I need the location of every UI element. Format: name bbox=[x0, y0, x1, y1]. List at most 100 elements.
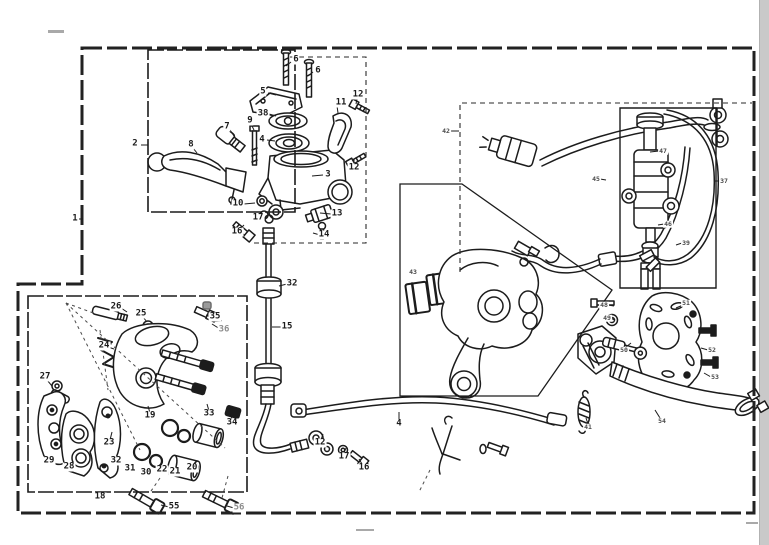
slide-pin bbox=[91, 305, 129, 322]
scan-gray-mark-0 bbox=[48, 30, 64, 33]
part-label-7: 7 bbox=[223, 121, 231, 132]
leader-line-43 bbox=[607, 304, 615, 307]
pipe-joint bbox=[597, 251, 618, 267]
front-master-cylinder-group bbox=[147, 48, 371, 243]
clevis-pin-clip bbox=[431, 415, 510, 475]
handlebar-holder bbox=[327, 112, 353, 154]
part-label-24: 24 bbox=[97, 340, 111, 351]
leader-line-41 bbox=[657, 223, 665, 226]
part-label-20: 20 bbox=[185, 462, 199, 473]
part-label-47: 47 bbox=[658, 146, 668, 155]
front-master-cylinder-box bbox=[147, 49, 296, 213]
pivot-bolt bbox=[249, 125, 260, 166]
page-edge-strip bbox=[759, 0, 769, 545]
part-label-16: 16 bbox=[357, 462, 371, 473]
part-label-28: 28 bbox=[62, 461, 76, 472]
leader-line-40 bbox=[599, 178, 607, 181]
part-label-33: 33 bbox=[202, 408, 216, 419]
leader-line-4 bbox=[267, 92, 277, 96]
caliper-mount-bolt-2 bbox=[201, 489, 240, 515]
part-label-10: 10 bbox=[231, 198, 245, 209]
torque-rod bbox=[301, 395, 557, 426]
part-label-17: 17 bbox=[337, 451, 351, 462]
hose-segment-3 bbox=[252, 403, 292, 454]
leader-line-2 bbox=[285, 61, 292, 67]
rod-rear-end bbox=[546, 411, 568, 427]
part-label-8: 8 bbox=[187, 139, 195, 150]
leader-line-22 bbox=[343, 447, 347, 454]
master-cylinder-body bbox=[258, 149, 353, 211]
front-caliper-box bbox=[27, 295, 248, 493]
plate-bolt-1 bbox=[698, 324, 717, 337]
part-label-30: 30 bbox=[139, 467, 153, 478]
construction-line-6 bbox=[99, 329, 109, 391]
pedal-return-spring bbox=[577, 390, 591, 434]
leader-line-42 bbox=[675, 242, 683, 246]
leader-line-39 bbox=[649, 150, 660, 153]
part-label-4: 4 bbox=[395, 418, 403, 429]
part-label-42: 42 bbox=[441, 126, 451, 135]
lever-nut bbox=[256, 195, 268, 207]
part-label-6: 6 bbox=[292, 54, 300, 65]
part-label-21: 21 bbox=[168, 466, 182, 477]
part-label-50: 50 bbox=[619, 345, 629, 354]
hose-segment-1 bbox=[265, 243, 272, 279]
construction-line-5 bbox=[418, 469, 431, 493]
part-label-49: 49 bbox=[602, 313, 612, 322]
part-label-3: 3 bbox=[324, 169, 332, 180]
brake-rod-group bbox=[290, 395, 568, 475]
scan-gray-mark-2 bbox=[746, 522, 758, 524]
lever-adjuster bbox=[215, 125, 246, 153]
brake-pedal-group bbox=[577, 291, 769, 434]
part-label-6: 6 bbox=[314, 65, 322, 76]
part-label-51: 51 bbox=[681, 298, 691, 307]
brake-lever bbox=[147, 151, 247, 205]
front-brake-hose-group bbox=[252, 227, 370, 469]
part-label-22: 22 bbox=[155, 464, 169, 475]
part-label-34: 34 bbox=[225, 417, 239, 428]
leader-line-48 bbox=[703, 372, 712, 378]
part-label-9: 9 bbox=[246, 115, 254, 126]
leader-line-11 bbox=[355, 98, 358, 105]
pad-spring-clip bbox=[97, 337, 117, 369]
hose-grommet-upper bbox=[256, 276, 282, 299]
part-label-56: 56 bbox=[232, 502, 246, 513]
construction-line-0 bbox=[65, 302, 97, 315]
front-master-cylinder-dashed-box bbox=[253, 56, 367, 244]
part-label-25: 25 bbox=[134, 308, 148, 319]
leader-line-13 bbox=[311, 174, 324, 177]
part-label-38: 38 bbox=[256, 108, 270, 119]
caliper-mount-bolt-1 bbox=[128, 487, 166, 515]
part-label-43: 43 bbox=[408, 267, 418, 276]
part-label-55: 55 bbox=[167, 501, 181, 512]
part-label-14: 14 bbox=[317, 229, 331, 240]
part-label-53: 53 bbox=[710, 372, 720, 381]
part-label-27: 27 bbox=[38, 371, 52, 382]
leader-line-50 bbox=[585, 417, 589, 425]
front-caliper-group bbox=[37, 301, 242, 515]
part-label-26: 26 bbox=[109, 301, 123, 312]
leader-line-6 bbox=[266, 139, 276, 142]
part-label-11: 11 bbox=[334, 97, 348, 108]
pedal-mount-plate bbox=[637, 291, 703, 393]
rear-brake-pipe bbox=[613, 146, 691, 263]
hose-upper-fitting bbox=[262, 227, 275, 245]
part-label-1: 1 bbox=[71, 213, 79, 224]
part-label-16: 16 bbox=[230, 226, 244, 237]
leader-line-3 bbox=[307, 71, 314, 77]
part-label-29: 29 bbox=[42, 455, 56, 466]
part-label-52: 52 bbox=[707, 345, 717, 354]
slide-bolts bbox=[154, 349, 242, 420]
leader-line-5 bbox=[268, 113, 277, 117]
part-label-23: 23 bbox=[102, 437, 116, 448]
caliper-piston-upper bbox=[192, 422, 225, 449]
part-label-54: 54 bbox=[657, 416, 667, 425]
hose-clamp bbox=[544, 244, 560, 264]
part-label-37: 37 bbox=[719, 176, 729, 185]
part-label-4: 4 bbox=[258, 134, 266, 145]
part-label-17: 17 bbox=[251, 212, 265, 223]
rear-caliper-body bbox=[437, 240, 544, 399]
part-label-48: 48 bbox=[599, 300, 609, 309]
